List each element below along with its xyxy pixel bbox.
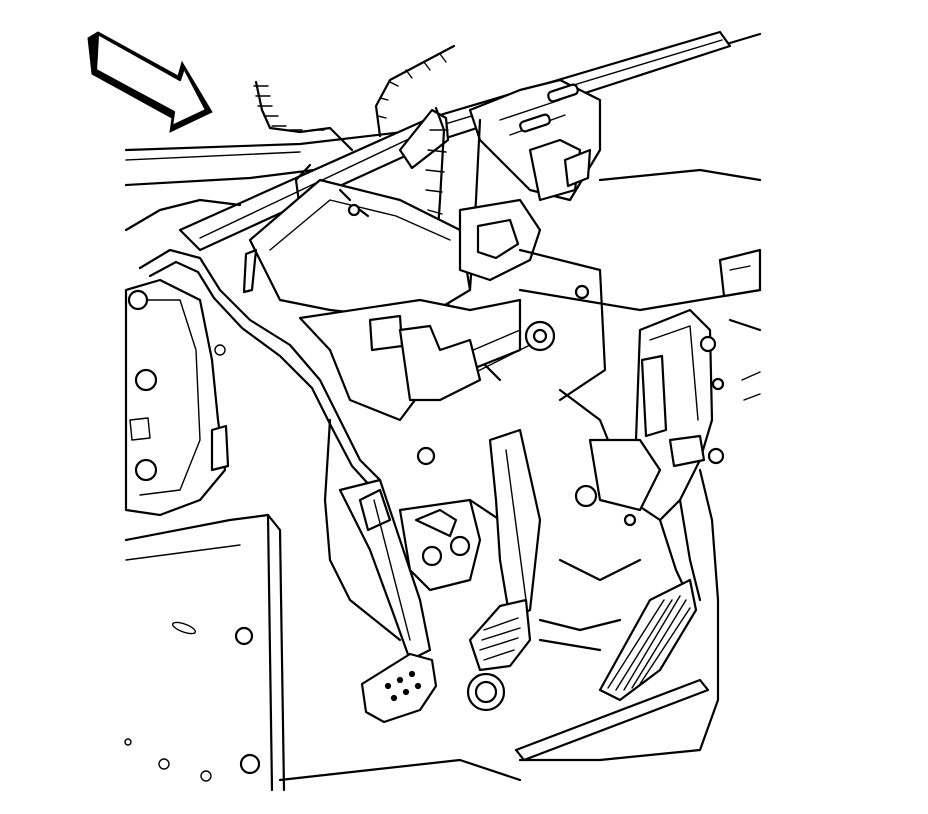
arrow-forward-icon: [87, 31, 213, 133]
floor-panel: [323, 418, 720, 762]
center-pedal: [466, 428, 542, 712]
accelerator-pedal: [558, 248, 762, 702]
brake-pedal-pad: [360, 652, 438, 724]
left-trim-panel: [124, 513, 522, 792]
pedal-support-bracket: [242, 178, 607, 468]
pedal-arm-left: [338, 478, 522, 662]
left-dash-structure: [124, 198, 242, 517]
